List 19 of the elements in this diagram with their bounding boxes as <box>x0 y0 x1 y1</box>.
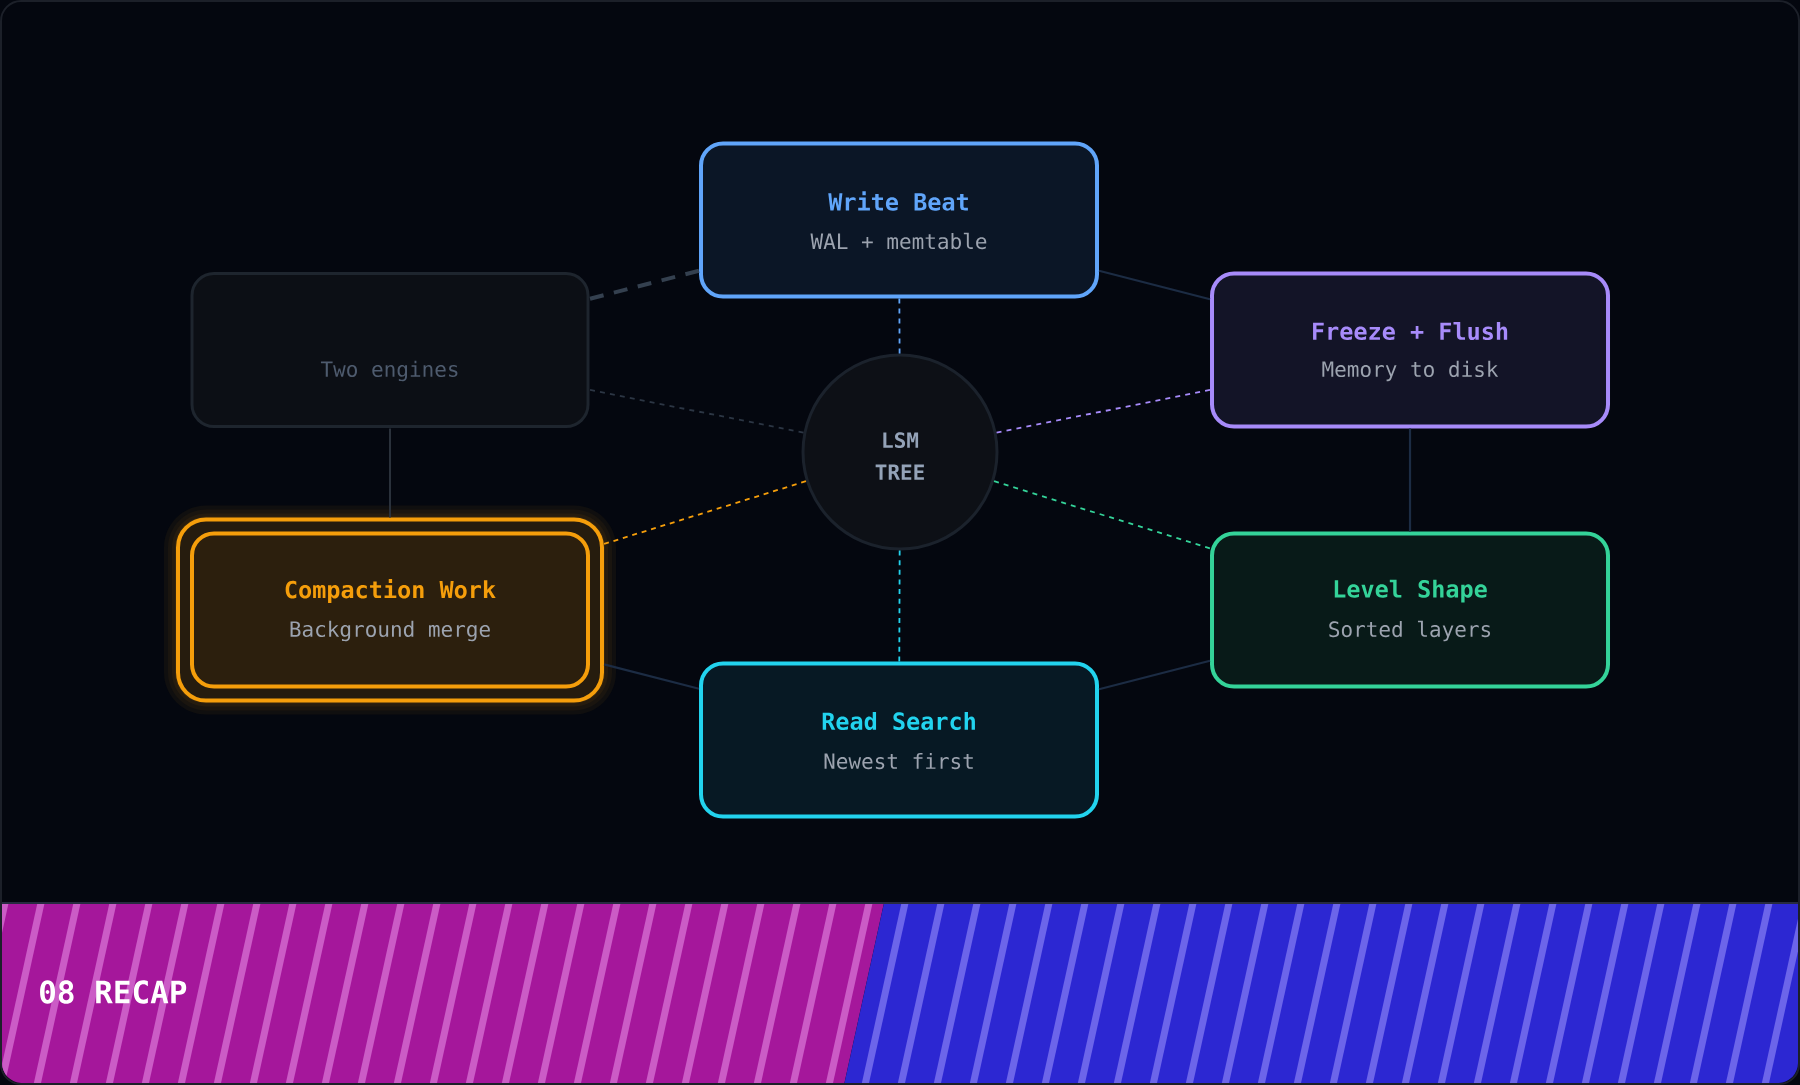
topic-card: Compaction Work Background merge <box>164 505 616 715</box>
connector-line <box>1408 428 1412 532</box>
dashed-line <box>898 549 901 663</box>
topic-card: Write Beat WAL + memtable <box>699 141 1099 299</box>
topic-card: Two engines <box>190 272 590 428</box>
dashed-line <box>898 297 901 355</box>
topic-card: Read Search Newest first <box>699 661 1099 819</box>
connector-line <box>603 663 700 690</box>
banner-title: 08 RECAP <box>40 980 187 1004</box>
dashed-line <box>993 480 1211 550</box>
connector-line <box>389 427 391 519</box>
topic-card: Level Shape Sorted layers <box>1210 531 1610 689</box>
dashed-line <box>995 388 1211 434</box>
connector-line <box>1098 269 1211 301</box>
dashed-line <box>589 268 700 301</box>
connector-line <box>1098 659 1211 691</box>
topic-card: Freeze + Flush Memory to disk <box>1210 271 1610 429</box>
dashed-line <box>589 388 805 434</box>
dashed-line <box>603 480 807 545</box>
